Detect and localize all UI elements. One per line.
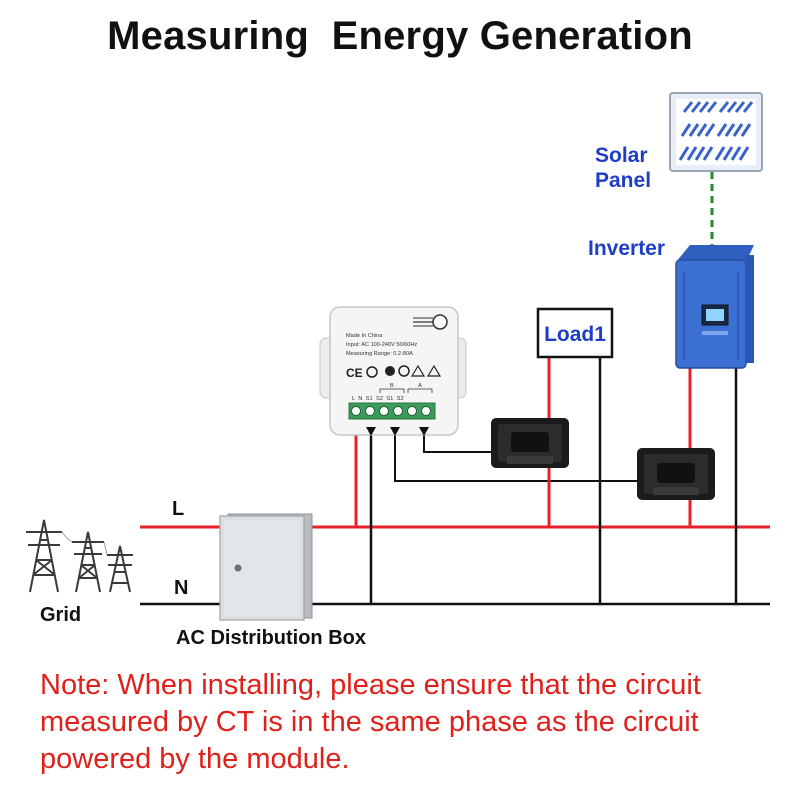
inverter-icon <box>675 245 754 369</box>
ct1-lead-wire <box>423 430 492 453</box>
note-text: When installing, please ensure that the … <box>40 669 701 775</box>
load-label: Load1 <box>544 323 606 346</box>
distribution-box-icon <box>219 513 313 621</box>
line-n-label: N <box>174 577 188 599</box>
inverter-label: Inverter <box>588 237 665 260</box>
power-tower-icon-2 <box>72 531 104 593</box>
note-label: Note: <box>40 669 110 701</box>
reset-button-icon <box>432 314 448 330</box>
power-tower-icon <box>26 519 62 593</box>
module-input-spec: Input: AC 100-240V 50/60Hz <box>346 342 417 348</box>
distribution-box-label: AC Distribution Box <box>176 627 366 649</box>
module-terminal-b: B <box>390 383 394 389</box>
module-made-in: Made In China <box>346 333 383 339</box>
solar-panel-label-line2: Panel <box>595 169 651 192</box>
page-title: Measuring Energy Generation <box>107 14 693 58</box>
grid-label: Grid <box>40 604 81 626</box>
ct-clamp-inverter <box>637 448 715 500</box>
line-l-label: L <box>172 498 184 520</box>
energy-meter-module <box>319 306 467 436</box>
module-range-spec: Measuring Range: 0.2-80A <box>346 351 413 357</box>
ct-clamp-load <box>491 418 569 468</box>
solar-panel-label-line1: Solar <box>595 144 648 167</box>
power-tower-icon-3 <box>107 545 133 593</box>
module-ce-mark: CE <box>346 366 363 380</box>
module-terminal-labels: L N S1 S2 S1 S2 <box>352 396 404 402</box>
solar-panel-icon <box>669 92 763 172</box>
module-terminal-a: A <box>418 383 422 389</box>
installation-note: Note: When installing, please ensure tha… <box>40 667 780 778</box>
certification-icons <box>366 364 442 378</box>
ct2-lead-wire <box>394 430 637 482</box>
load-box <box>536 307 614 359</box>
